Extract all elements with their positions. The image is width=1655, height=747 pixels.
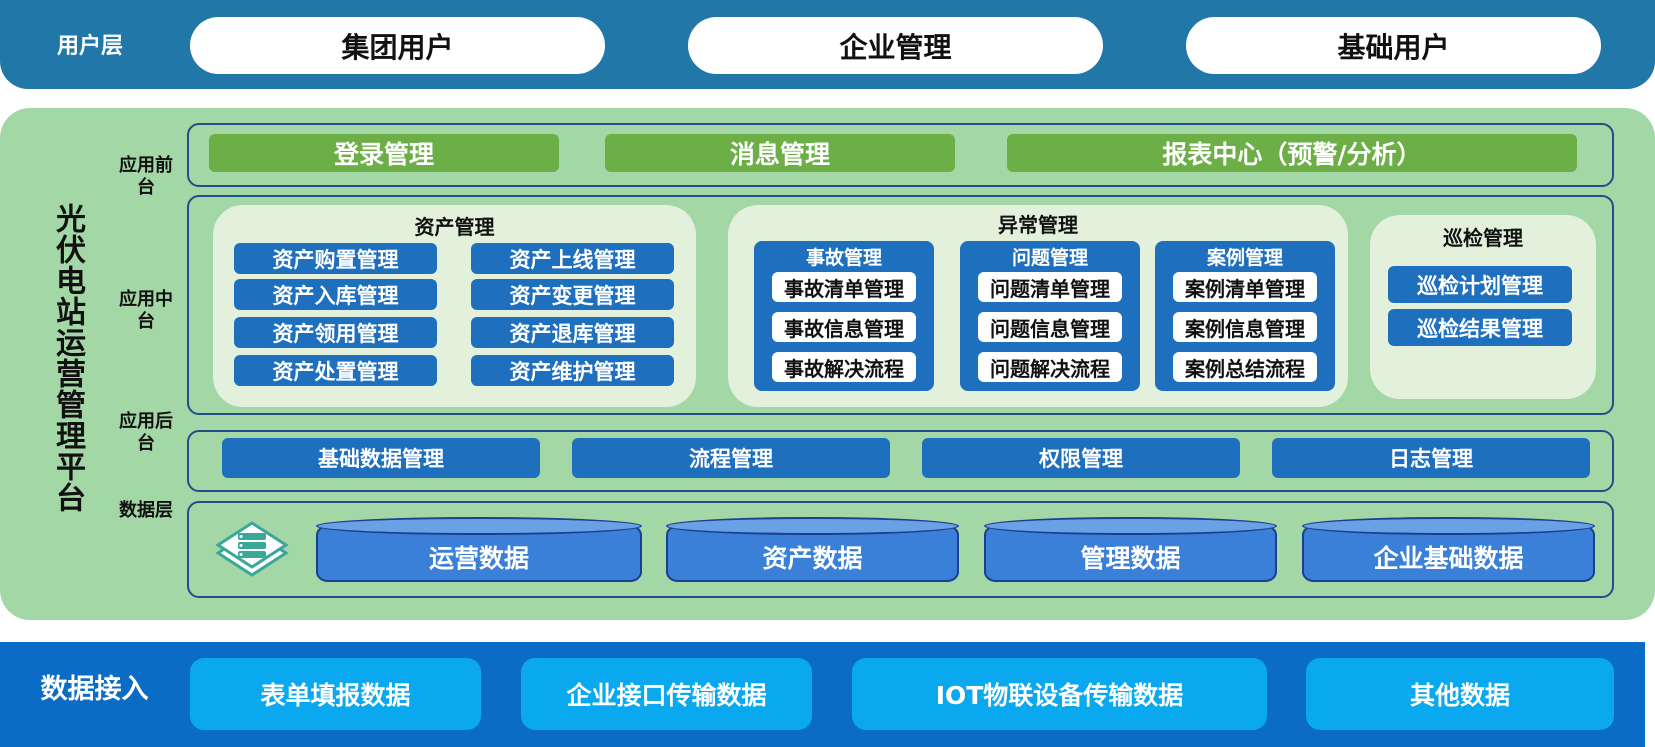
management-data-label: 管理数据 (1080, 544, 1181, 573)
front-row: 登录管理 消息管理 报表中心（预警/分析） (187, 123, 1614, 187)
user-basic-users[interactable]: 基础用户 (1186, 17, 1601, 74)
case-info-button[interactable]: 案例信息管理 (1173, 312, 1317, 342)
operations-data-cylinder: 运营数据 (316, 517, 642, 582)
process-management-button[interactable]: 流程管理 (572, 438, 890, 478)
exception-management-panel: 异常管理 事故管理 事故清单管理 事故信息管理 事故解决流程 问题管理 问题清单… (728, 205, 1348, 407)
middle-layer-label: 应用中台 (119, 289, 173, 332)
problem-info-button[interactable]: 问题信息管理 (978, 312, 1122, 342)
enterprise-basic-data-cylinder: 企业基础数据 (1302, 517, 1595, 582)
middle-row: 资产管理 资产购置管理 资产上线管理 资产入库管理 资产变更管理 资产领用管理 … (187, 195, 1614, 415)
case-summary-button[interactable]: 案例总结流程 (1173, 352, 1317, 382)
exception-management-title: 异常管理 (998, 212, 1078, 237)
platform-panel: 光伏电站运营管理平台 应用前台 登录管理 消息管理 报表中心（预警/分析） 应用… (0, 108, 1655, 620)
accident-resolution-button[interactable]: 事故解决流程 (772, 352, 916, 382)
asset-requisition-button[interactable]: 资产领用管理 (234, 317, 437, 348)
other-data-pill[interactable]: 其他数据 (1306, 658, 1614, 730)
asset-change-button[interactable]: 资产变更管理 (471, 279, 674, 310)
interface-data-pill[interactable]: 企业接口传输数据 (521, 658, 812, 730)
cylinder-top (984, 517, 1277, 535)
user-enterprise-management[interactable]: 企业管理 (688, 17, 1103, 74)
asset-online-button[interactable]: 资产上线管理 (471, 243, 674, 274)
inspection-management-title: 巡检管理 (1443, 225, 1523, 250)
data-layer-label: 数据层 (119, 500, 173, 521)
back-row: 基础数据管理 流程管理 权限管理 日志管理 (187, 430, 1614, 492)
asset-storage-button[interactable]: 资产入库管理 (234, 279, 437, 310)
iot-data-pill[interactable]: IOT物联设备传输数据 (852, 658, 1267, 730)
asset-data-cylinder: 资产数据 (666, 517, 959, 582)
cylinder-top (1302, 517, 1595, 535)
asset-disposal-button[interactable]: 资产处置管理 (234, 355, 437, 386)
inspection-result-button[interactable]: 巡检结果管理 (1388, 309, 1572, 346)
operations-data-label: 运营数据 (428, 544, 529, 573)
server-stack-icon (215, 521, 289, 577)
asset-data-label: 资产数据 (762, 544, 863, 573)
data-access-title: 数据接入 (40, 673, 149, 705)
inspection-plan-button[interactable]: 巡检计划管理 (1388, 266, 1572, 303)
management-data-cylinder: 管理数据 (984, 517, 1277, 582)
cylinder-top (316, 517, 642, 535)
case-management-title: 案例管理 (1206, 246, 1283, 269)
form-data-pill[interactable]: 表单填报数据 (190, 658, 481, 730)
problem-list-button[interactable]: 问题清单管理 (978, 272, 1122, 302)
accident-management-title: 事故管理 (805, 246, 882, 269)
case-list-button[interactable]: 案例清单管理 (1173, 272, 1317, 302)
platform-title: 光伏电站运营管理平台 (50, 203, 85, 513)
case-management-card: 案例管理 案例清单管理 案例信息管理 案例总结流程 (1155, 241, 1335, 391)
log-management-button[interactable]: 日志管理 (1272, 438, 1590, 478)
asset-management-title: 资产管理 (414, 214, 495, 239)
problem-management-card: 问题管理 问题清单管理 问题信息管理 问题解决流程 (960, 241, 1140, 391)
inspection-management-panel: 巡检管理 巡检计划管理 巡检结果管理 (1370, 215, 1596, 399)
enterprise-basic-data-label: 企业基础数据 (1373, 544, 1524, 573)
data-access-band: 数据接入 表单填报数据 企业接口传输数据 IOT物联设备传输数据 其他数据 (0, 642, 1645, 747)
asset-return-button[interactable]: 资产退库管理 (471, 317, 674, 348)
user-group-users[interactable]: 集团用户 (190, 17, 605, 74)
accident-management-card: 事故管理 事故清单管理 事故信息管理 事故解决流程 (754, 241, 934, 391)
asset-management-panel: 资产管理 资产购置管理 资产上线管理 资产入库管理 资产变更管理 资产领用管理 … (213, 205, 696, 407)
user-layer-title: 用户层 (56, 34, 123, 59)
permission-management-button[interactable]: 权限管理 (922, 438, 1240, 478)
report-center-button[interactable]: 报表中心（预警/分析） (1007, 134, 1577, 172)
data-row: 运营数据 资产数据 管理数据 企业基础数据 (187, 501, 1614, 598)
front-layer-label: 应用前台 (119, 155, 173, 198)
problem-resolution-button[interactable]: 问题解决流程 (978, 352, 1122, 382)
problem-management-title: 问题管理 (1011, 246, 1088, 269)
accident-list-button[interactable]: 事故清单管理 (772, 272, 916, 302)
message-management-button[interactable]: 消息管理 (605, 134, 955, 172)
basic-data-management-button[interactable]: 基础数据管理 (222, 438, 540, 478)
user-layer-band: 用户层 集团用户 企业管理 基础用户 (0, 0, 1655, 89)
asset-purchase-button[interactable]: 资产购置管理 (234, 243, 437, 274)
back-layer-label: 应用后台 (119, 411, 173, 454)
login-management-button[interactable]: 登录管理 (209, 134, 559, 172)
cylinder-top (666, 517, 959, 535)
asset-maintenance-button[interactable]: 资产维护管理 (471, 355, 674, 386)
accident-info-button[interactable]: 事故信息管理 (772, 312, 916, 342)
